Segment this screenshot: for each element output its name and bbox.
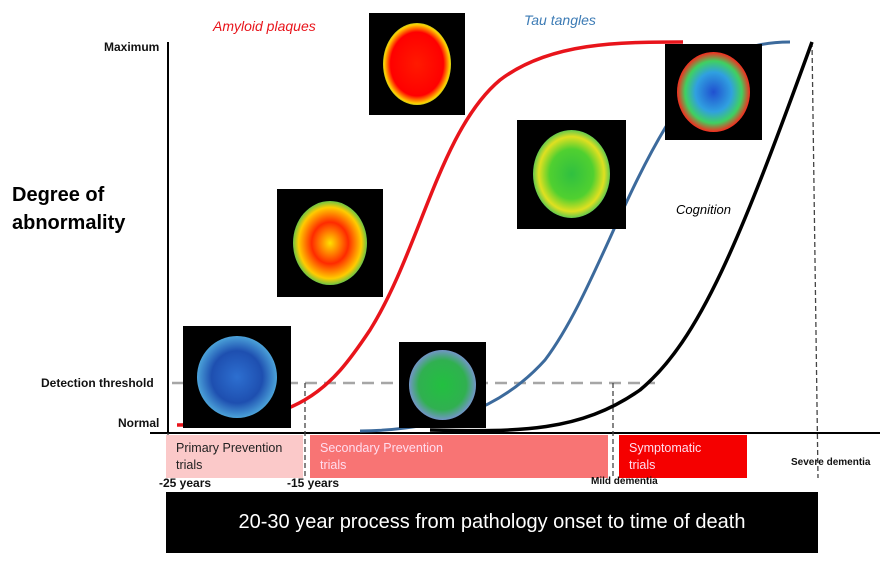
trial-label: trials <box>176 458 203 472</box>
trial-label: Primary Prevention <box>176 441 283 455</box>
cognition-label: Cognition <box>676 202 731 217</box>
marker-severe-dementia: Severe dementia <box>791 457 871 468</box>
brain-scan-image <box>277 189 383 297</box>
y-axis-title-line2: abnormality <box>12 212 126 234</box>
trial-label: trials <box>320 458 347 472</box>
cognition-curve <box>429 41 814 433</box>
trial-label: Secondary Prevention <box>320 441 443 455</box>
secondary-prevention-box: Secondary Prevention trials <box>310 435 608 478</box>
trial-label: trials <box>629 458 656 472</box>
brain-scan-image <box>369 13 465 115</box>
y-axis-title: Degree of abnormality <box>12 181 125 237</box>
timeline-banner: 20-30 year process from pathology onset … <box>166 492 818 553</box>
y-threshold-label: Detection threshold <box>41 376 154 390</box>
tau-label: Tau tangles <box>524 12 596 28</box>
primary-prevention-box: Primary Prevention trials <box>166 435 303 478</box>
brain-scan-image <box>665 44 762 140</box>
trial-label: Symptomatic <box>629 441 702 455</box>
y-max-label: Maximum <box>104 40 160 54</box>
brain-scan-image <box>517 120 626 229</box>
marker-mild-dementia: Mild dementia <box>591 476 658 487</box>
brain-scan-image <box>183 326 291 428</box>
amyloid-curve <box>176 40 684 427</box>
amyloid-label: Amyloid plaques <box>213 18 316 34</box>
brain-scan-image <box>399 342 486 428</box>
marker-minus-25: -25 years <box>159 476 212 490</box>
y-axis-title-line1: Degree of <box>12 184 105 206</box>
symptomatic-trials-box: Symptomatic trials <box>619 435 747 478</box>
y-normal-label: Normal <box>118 416 160 430</box>
marker-minus-15: -15 years <box>287 476 340 490</box>
marker-line-severe <box>811 41 819 479</box>
